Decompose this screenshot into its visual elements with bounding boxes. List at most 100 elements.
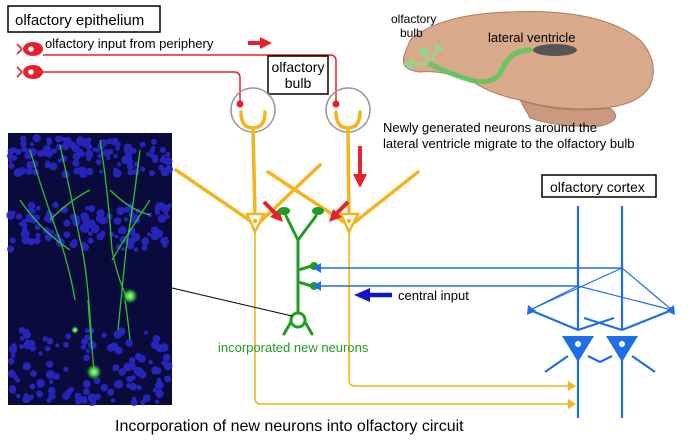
nucleus-dot [87,393,97,403]
olfactory-epithelium-label: olfactory epithelium [15,12,144,29]
nucleus-dot [154,399,160,404]
mitral-axon-left [254,232,568,405]
central-input-label: central input [398,288,469,303]
nucleus-dot [46,139,53,146]
nucleus-dot [117,162,122,167]
central-input-arrow [354,288,392,302]
nucleus-dot [125,154,133,161]
nucleus-dot [108,149,114,155]
nucleus-dot [21,235,31,245]
nucleus-dot [99,169,104,174]
nucleus-dot [15,148,22,155]
nucleus-dot [83,354,91,362]
nucleus-dot [22,330,31,339]
nucleus-dot [7,357,15,365]
glomerulus-right [325,87,371,133]
olfactory-cortex-label: olfactory cortex [550,179,645,195]
nucleus-dot [120,247,125,252]
nucleus-dot [13,375,19,381]
nucleus-dot [71,239,78,246]
nucleus-dot [140,166,146,172]
migration-stream [427,47,533,85]
nucleus-dot [26,160,35,170]
nucleus-dot [35,232,41,238]
nucleus-dot [82,398,88,404]
nucleus-dot [44,345,51,352]
nucleus-dot [132,396,137,402]
pyramidal-cell-left [529,206,615,418]
nucleus-dot [162,242,168,248]
nucleus-dot [27,201,36,210]
nucleus-dot [19,335,25,341]
new-neuron-spine-left [278,207,290,215]
nucleus-dot [46,360,54,368]
nucleus-dot [56,143,63,151]
nucleus-dot [18,221,24,227]
nucleus-dot [151,138,157,145]
nucleus-dot [25,167,33,175]
nucleus-dot [161,204,170,213]
nucleus-dot [63,231,71,239]
nucleus-dot [123,217,129,222]
red-arrow-down [353,146,367,188]
nucleus-dot [109,342,119,352]
nucleus-dot [148,360,153,365]
olfactory-input-label: olfactory input from periphery [45,36,214,51]
nucleus-dot [129,362,136,369]
nucleus-dot [68,141,76,149]
nucleus-dot [149,148,155,154]
nucleus-dot [147,232,151,237]
nucleus-dot [114,234,119,239]
new-neuron-spine-right [312,207,324,215]
olfactory-bulb-box: olfactory bulb [267,55,329,95]
nucleus-dot [87,231,93,236]
nucleus-dot [133,247,139,252]
migration-note-line1: Newly generated neurons around the [383,120,597,135]
nucleus-dot [80,344,86,350]
nucleus-dot [7,369,16,378]
nucleus-dot [49,379,54,385]
nucleus-dot [61,170,70,179]
nucleus-dot [6,210,15,220]
nucleus-dot [164,375,172,383]
olfactory-input-arrow [248,37,272,49]
nucleus-dot [126,375,134,383]
nucleus-dot [123,206,130,213]
nucleus-dot [45,370,55,379]
nucleus-dot [95,159,102,166]
nucleus-dot [63,341,69,348]
nucleus-dot [154,210,160,215]
nucleus-dot [44,233,53,242]
olfactory-bulb-label-line1: olfactory [272,59,325,75]
nucleus-dot [28,147,37,157]
nucleus-dot [85,137,91,144]
nucleus-dot [136,385,142,391]
nucleus-dot [112,364,120,371]
nucleus-dot [74,397,82,405]
receptor-axon-1 [43,54,337,104]
figure-caption: Incorporation of new neurons into olfact… [115,418,464,435]
nucleus-dot [36,390,44,398]
nucleus-dot [159,157,165,163]
nucleus-dot [84,334,91,341]
nucleus-dot [158,164,165,171]
nucleus-dot [82,379,91,388]
nucleus-dot [160,236,169,246]
mitral-cell-right [266,110,420,235]
incorporated-new-neurons-label: incorporated new neurons [218,340,369,355]
lateral-ventricle-shape [533,44,577,56]
nucleus-dot [65,389,72,396]
nucleus-dot [115,146,120,151]
mitral-axon-right [348,232,568,387]
nucleus-dot [49,162,58,171]
labeled-new-neuron-soma-2 [122,288,138,304]
nucleus-dot [148,170,155,177]
nucleus-dot [152,387,158,393]
fluorescence-micrograph [6,133,174,407]
nucleus-dot [27,339,36,348]
nucleus-dot [87,219,96,228]
nucleus-dot [86,167,94,176]
nucleus-dot [6,152,14,160]
